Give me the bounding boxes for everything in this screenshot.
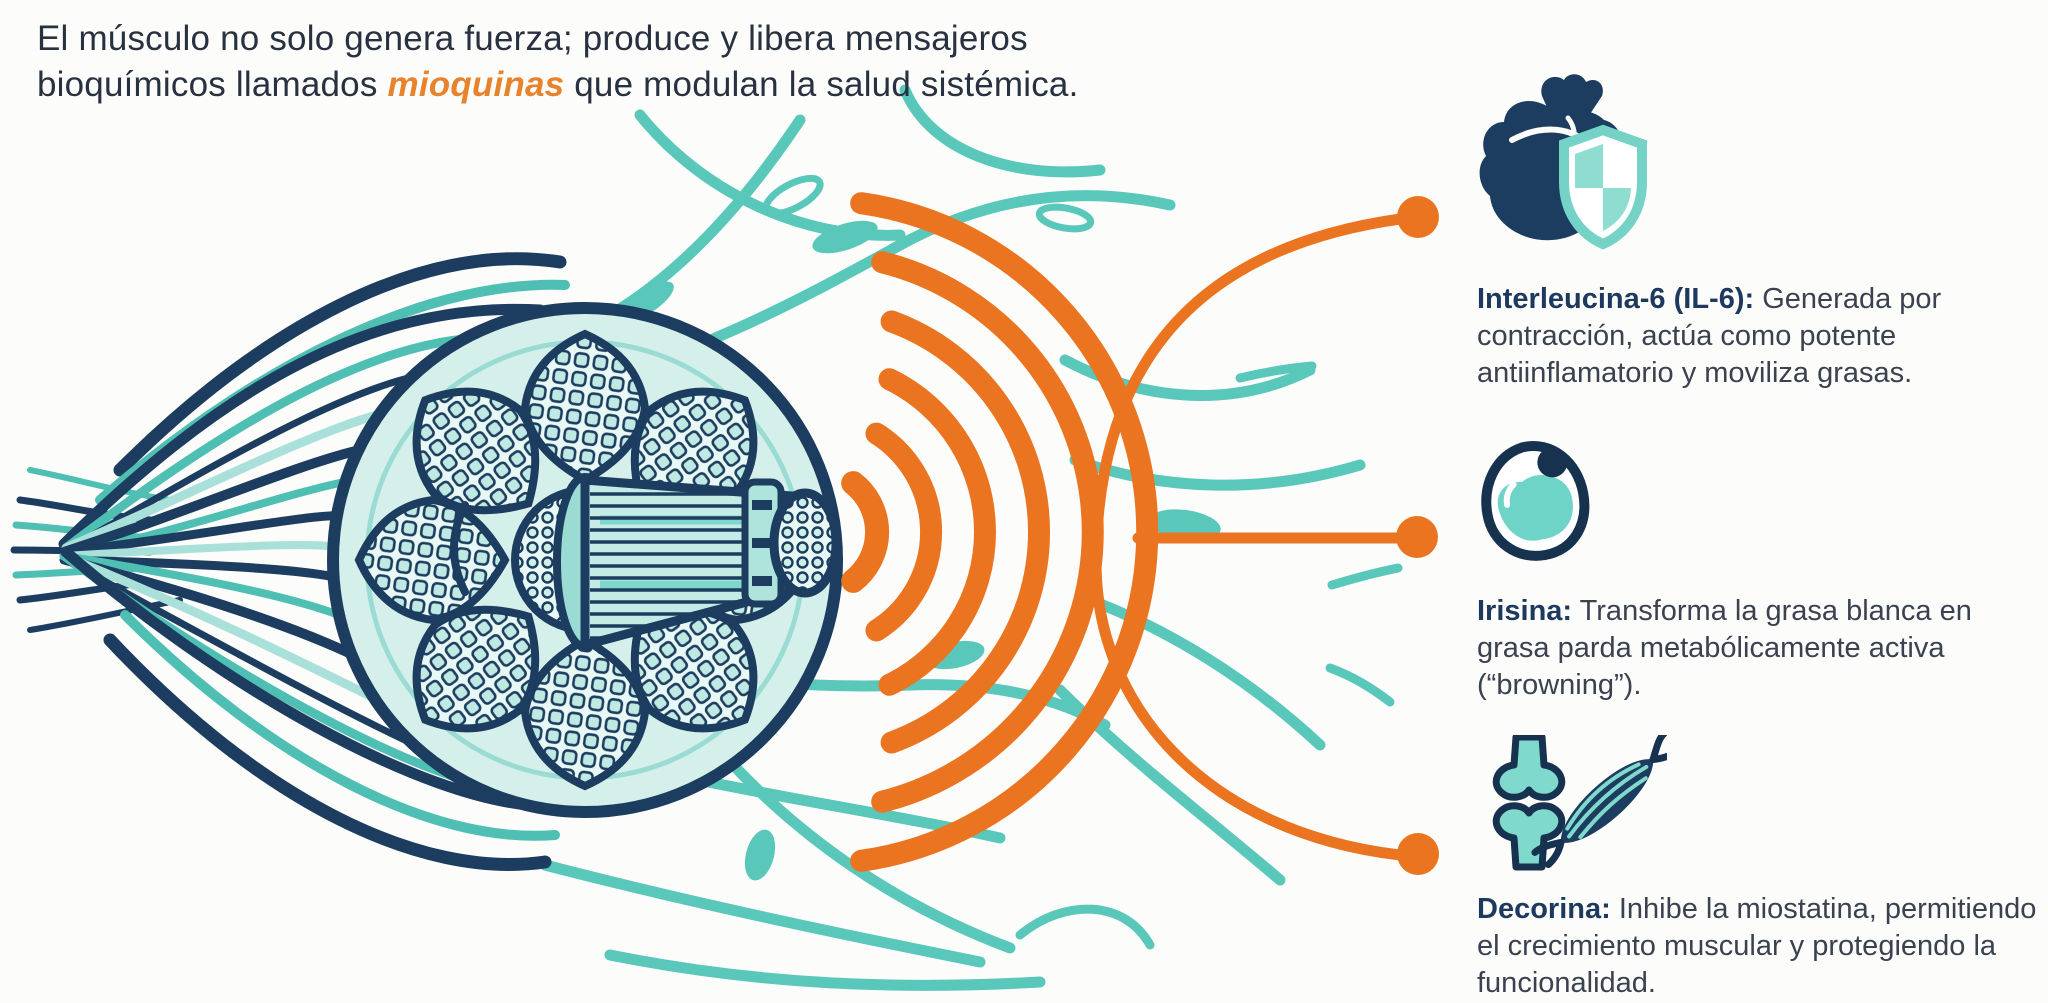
highlight-mioquinas: mioquinas bbox=[387, 65, 565, 104]
fat-cell-icon bbox=[1481, 441, 1590, 561]
callout-irisina: Irisina: Transforma la grasa blanca en g… bbox=[1477, 593, 1995, 704]
heart-shield-icon bbox=[1479, 74, 1647, 250]
callout-decorina: Decorina: Inhibe la miostatina, permitie… bbox=[1477, 891, 2039, 1002]
cell-nucleus bbox=[1537, 447, 1568, 478]
callout-irisina-body: Transforma la grasa blanca en grasa pard… bbox=[1477, 595, 1972, 701]
bone-joint-icon bbox=[1492, 735, 1566, 871]
headline-line1: El músculo no solo genera fuerza; produc… bbox=[37, 19, 1028, 58]
callout-il6-lead: Interleucina-6 (IL-6): bbox=[1477, 283, 1755, 315]
muscle-icon bbox=[1531, 735, 1667, 868]
shield-icon bbox=[1559, 124, 1647, 250]
headline: El músculo no solo genera fuerza; produc… bbox=[37, 16, 1079, 108]
connector-curve-top-bottom bbox=[1090, 213, 1406, 861]
headline-line2: bioquímicos llamados mioquinas que modul… bbox=[37, 65, 1079, 104]
bone-joint-muscle-icon bbox=[1492, 735, 1667, 871]
connector-dot-decorina bbox=[1397, 833, 1439, 875]
callout-irisina-lead: Irisina: bbox=[1477, 595, 1573, 627]
signal-waves bbox=[841, 192, 1159, 872]
myofibril-cylinder bbox=[553, 473, 841, 651]
connector-dot-irisina bbox=[1396, 516, 1438, 558]
callout-il6-body: Generada por contracción, actúa como pot… bbox=[1477, 283, 1942, 389]
connector-dot-il6 bbox=[1397, 196, 1439, 238]
callout-decorina-lead: Decorina: bbox=[1477, 893, 1611, 925]
callout-decorina-body: Inhibe la miostatina, permitiendo el cre… bbox=[1477, 893, 2037, 999]
callout-il6: Interleucina-6 (IL-6): Generada por cont… bbox=[1477, 281, 2025, 392]
connector-lines bbox=[1090, 213, 1406, 861]
